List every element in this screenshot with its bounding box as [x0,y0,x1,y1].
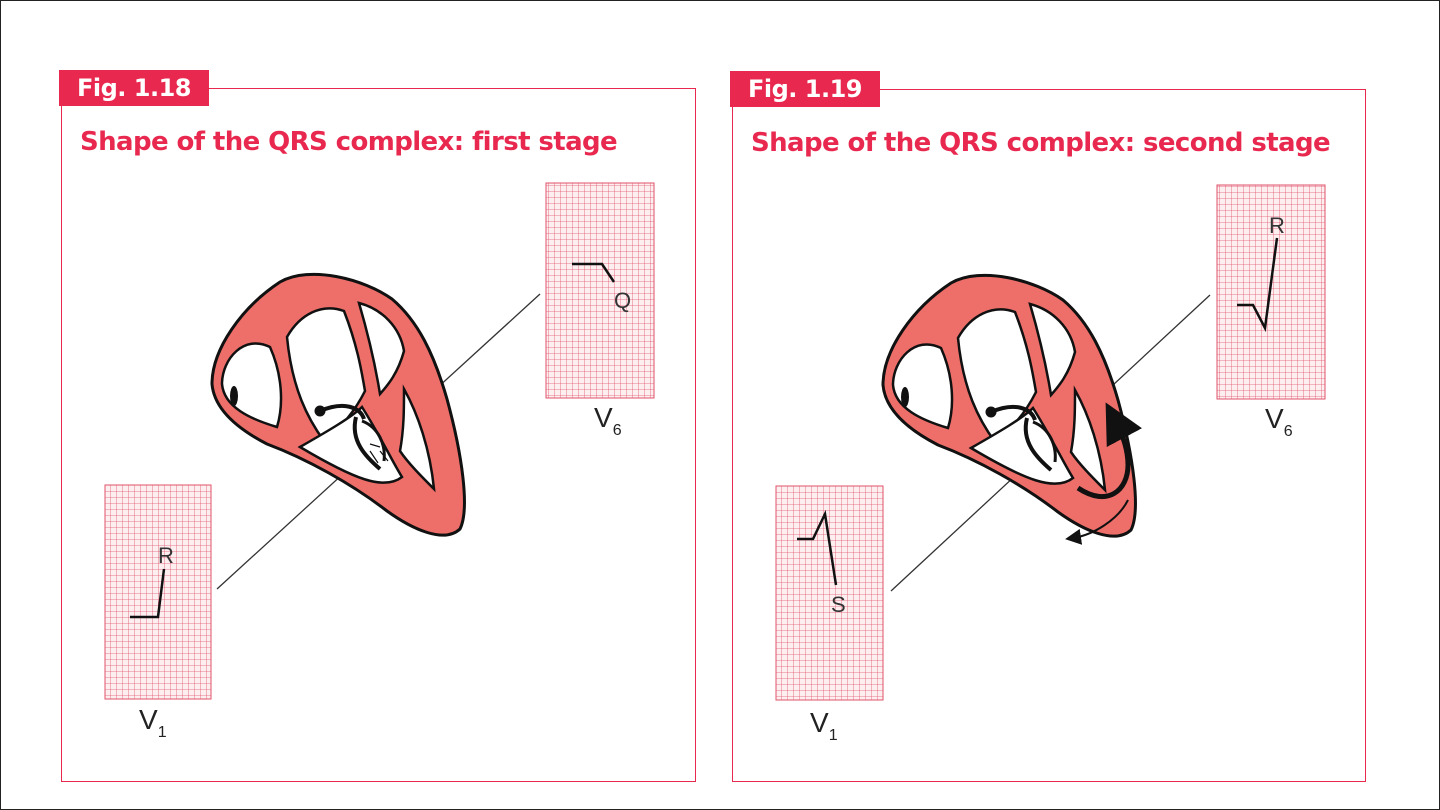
ecg-trace-v1 [130,568,166,619]
ecg-trace-v6 [1237,237,1279,333]
lead-label-v6: V6 [594,402,622,439]
first-stage-diagram: Q V6 R V1 [104,182,655,741]
wave-label-q: Q [614,288,631,313]
figure-title: Shape of the QRS complex: second stage [751,128,1331,158]
lead-label-v1: V1 [139,704,167,741]
figure-tag: Fig. 1.18 [59,70,209,106]
ecg-trace-v6 [572,262,616,283]
wave-label-r: R [1269,213,1285,238]
figure-title: Shape of the QRS complex: first stage [80,127,618,157]
second-stage-diagram: R V6 S V1 [775,184,1326,744]
depolarisation-arrow-main [1076,402,1143,500]
lead-v6-strip: Q [545,182,655,399]
ecg-grid-v1 [104,484,212,700]
lead-v1-strip: R [104,484,212,700]
lead-label-v6: V6 [1265,403,1293,440]
lead-v6-strip: R [1216,184,1326,400]
lead-label-v1: V1 [810,707,838,744]
heart-illustration [881,273,1143,545]
ecg-grid-v6 [545,182,655,399]
depolarisation-arrow-minor [1065,499,1129,545]
figure-panel-second-stage: Fig. 1.19 Shape of the QRS complex: seco… [730,71,1366,782]
figure-tag: Fig. 1.19 [730,71,880,107]
ecg-grid-v1 [775,485,884,701]
wave-label-s: S [831,592,846,617]
heart-illustration [210,272,466,537]
lead-v1-strip: S [775,485,884,701]
ecg-trace-v1 [797,509,838,586]
figure-panel-first-stage: Fig. 1.18 Shape of the QRS complex: firs… [59,70,696,782]
wave-label-r: R [158,543,174,568]
